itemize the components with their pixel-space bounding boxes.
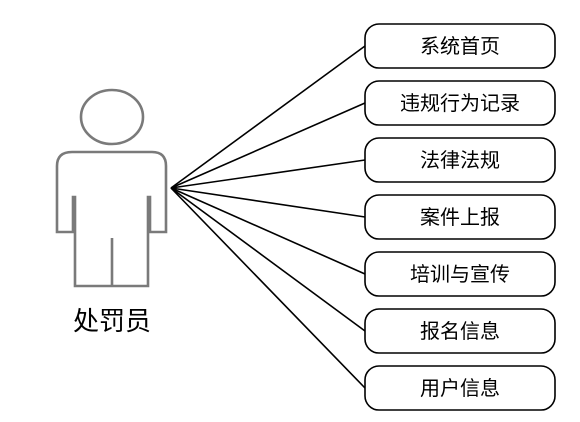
use-case-box xyxy=(364,365,556,411)
use-case: 系统首页 xyxy=(364,23,556,69)
use-case-box xyxy=(364,23,556,69)
actor-head xyxy=(79,88,145,146)
use-case-label: 用户信息 xyxy=(420,376,500,400)
association-lines xyxy=(170,45,366,389)
use-case-label: 报名信息 xyxy=(420,319,500,343)
use-case-label: 系统首页 xyxy=(420,34,500,58)
use-case-box xyxy=(364,308,556,354)
use-case-box xyxy=(364,80,556,126)
use-case: 报名信息 xyxy=(364,308,556,354)
association-line xyxy=(170,102,366,189)
use-case-label: 法律法规 xyxy=(420,148,500,172)
use-case-box xyxy=(364,137,556,183)
use-case: 用户信息 xyxy=(364,365,556,411)
use-case-box xyxy=(364,194,556,240)
association-line xyxy=(170,45,366,189)
use-case-label: 培训与宣传 xyxy=(410,262,510,286)
actor-label: 处罚员 xyxy=(73,307,151,337)
association-line xyxy=(170,187,366,332)
actor-body xyxy=(55,150,168,288)
use-case: 案件上报 xyxy=(364,194,556,240)
use-case-label: 违规行为记录 xyxy=(400,91,520,115)
use-case: 培训与宣传 xyxy=(364,251,556,297)
association-line xyxy=(170,159,366,189)
association-line xyxy=(170,187,366,389)
association-line xyxy=(170,187,366,218)
actor-figure xyxy=(55,88,168,288)
association-line xyxy=(170,187,366,275)
use-case: 违规行为记录 xyxy=(364,80,556,126)
use-case-label: 案件上报 xyxy=(420,205,500,229)
use-case: 法律法规 xyxy=(364,137,556,183)
use-case-box xyxy=(364,251,556,297)
